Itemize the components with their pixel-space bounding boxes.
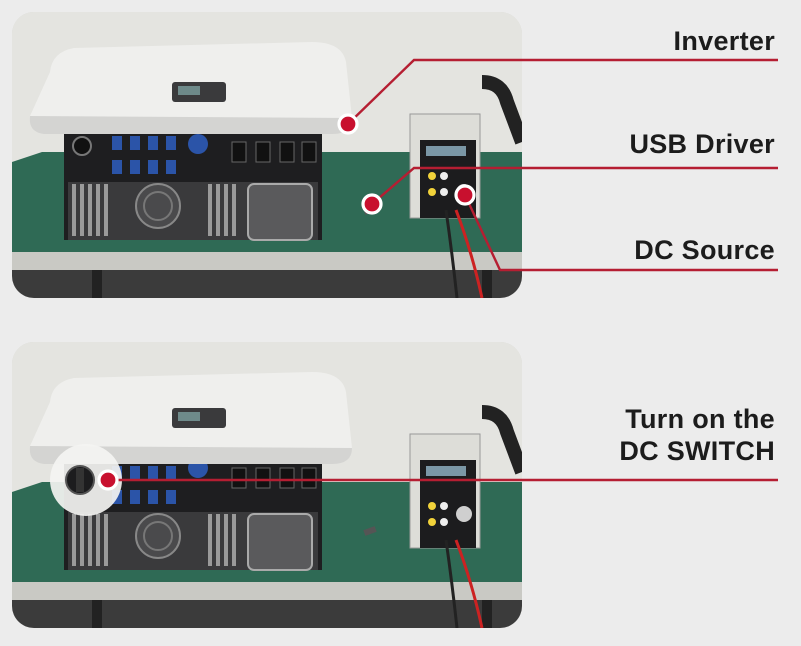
inverter-setup-illustration	[12, 12, 522, 298]
label-inverter: Inverter	[673, 26, 775, 56]
photo-inverter-setup	[12, 12, 522, 298]
label-usb-driver: USB Driver	[629, 129, 775, 159]
label-dc-switch-line-1: Turn on the	[625, 404, 775, 434]
label-dc-switch: Turn on the DC SWITCH	[535, 403, 775, 467]
label-dc-switch-line-2: DC SWITCH	[619, 436, 775, 466]
photo-dc-switch	[12, 342, 522, 628]
dc-switch-illustration	[12, 342, 522, 628]
label-dc-source: DC Source	[634, 235, 775, 265]
